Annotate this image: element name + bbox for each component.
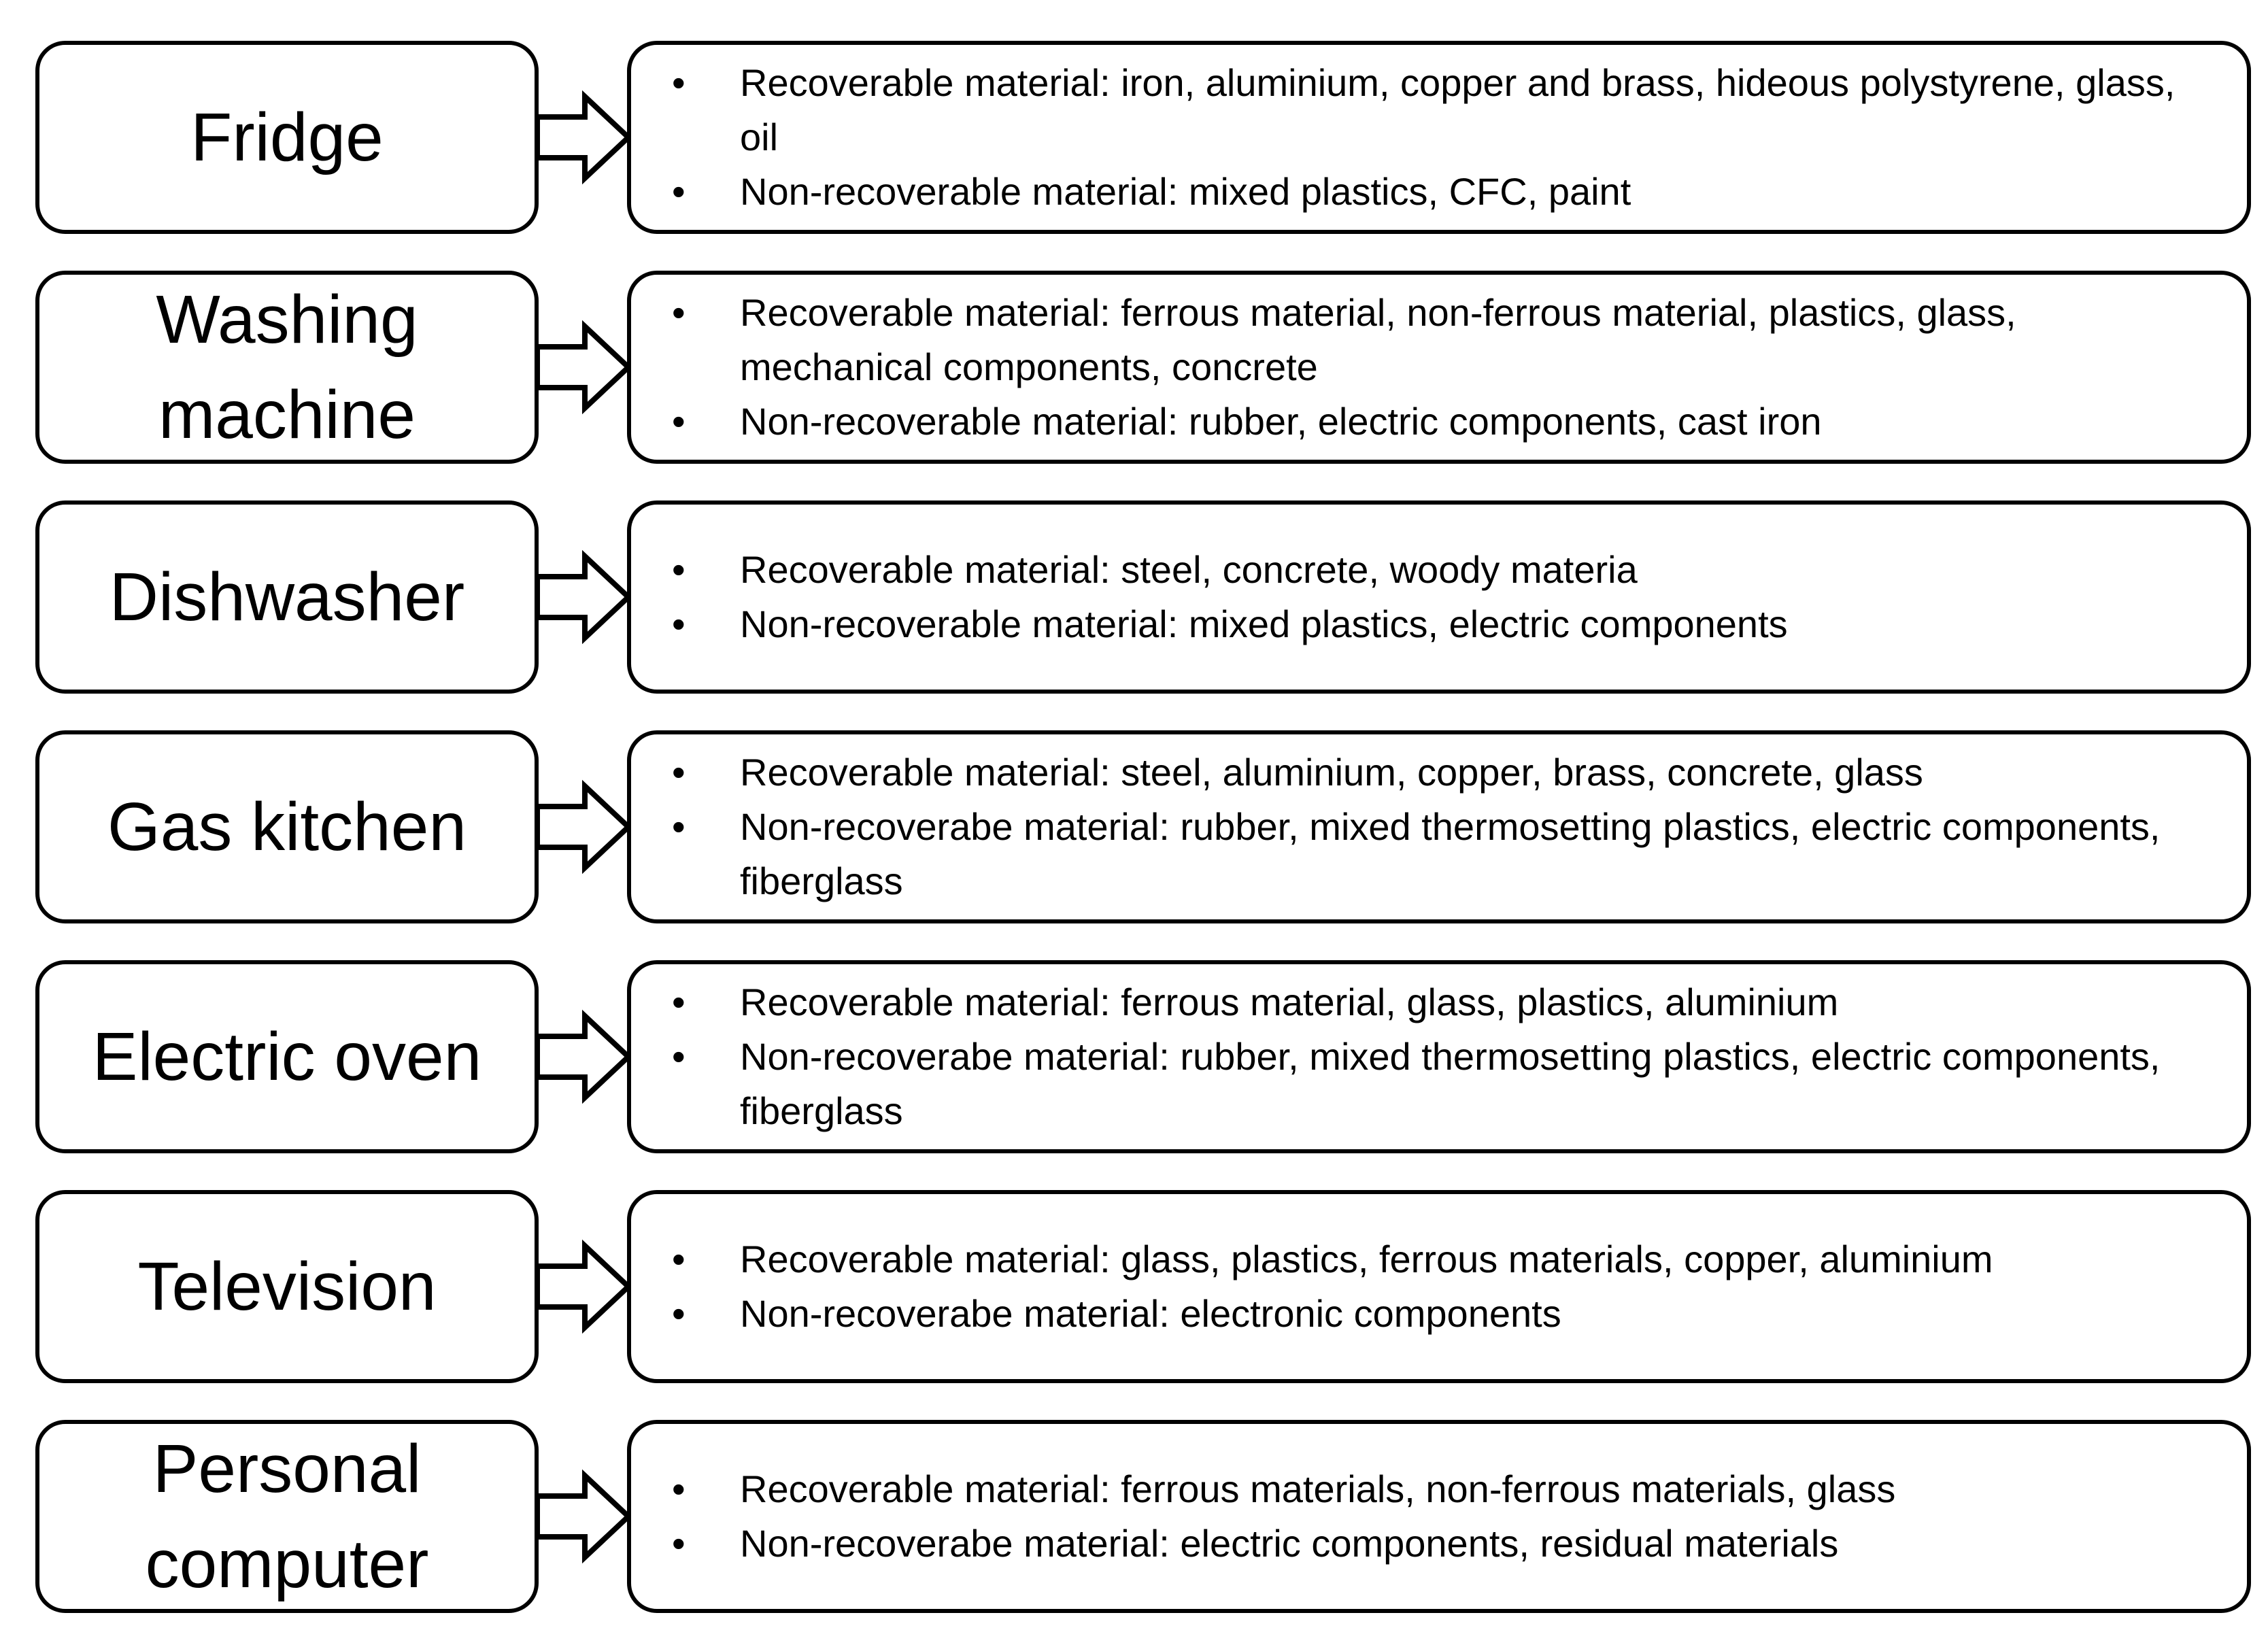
right-arrow-icon: [535, 320, 632, 415]
non-recoverable-materials: Non-recoverable material: rubber, electr…: [672, 394, 2213, 449]
materials-box: Recoverable material: iron, aluminium, c…: [627, 41, 2251, 234]
right-arrow-icon: [535, 779, 632, 875]
appliance-label: Dishwasher: [109, 559, 465, 635]
recoverable-materials: Recoverable material: ferrous material, …: [672, 286, 2213, 394]
recoverable-materials: Recoverable material: ferrous materials,…: [672, 1462, 2213, 1516]
materials-box: Recoverable material: glass, plastics, f…: [627, 1190, 2251, 1383]
appliance-box: Gas kitchen: [35, 730, 539, 923]
non-recoverable-materials: Non-recoverable material: mixed plastics…: [672, 165, 2213, 219]
appliance-label: Washing machine: [156, 282, 418, 453]
materials-box: Recoverable material: steel, concrete, w…: [627, 500, 2251, 694]
appliance-box: Electric oven: [35, 960, 539, 1153]
appliance-box: Television: [35, 1190, 539, 1383]
appliance-box: Fridge: [35, 41, 539, 234]
recoverable-materials: Recoverable material: steel, aluminium, …: [672, 745, 2213, 800]
right-arrow-icon: [535, 1469, 632, 1564]
recoverable-materials: Recoverable material: ferrous material, …: [672, 975, 2213, 1030]
appliance-label: Fridge: [190, 99, 384, 175]
recoverable-materials: Recoverable material: iron, aluminium, c…: [672, 56, 2213, 165]
appliance-label: Personal computer: [145, 1431, 429, 1602]
right-arrow-icon: [535, 90, 632, 185]
non-recoverable-materials: Non-recoverabe material: electric compon…: [672, 1516, 2213, 1571]
materials-box: Recoverable material: steel, aluminium, …: [627, 730, 2251, 923]
appliance-label: Electric oven: [92, 1019, 482, 1095]
non-recoverable-materials: Non-recoverabe material: electronic comp…: [672, 1287, 2213, 1341]
non-recoverable-materials: Non-recoverable material: mixed plastics…: [672, 597, 2213, 651]
recoverable-materials: Recoverable material: glass, plastics, f…: [672, 1232, 2213, 1287]
appliance-label: Television: [137, 1249, 437, 1325]
materials-box: Recoverable material: ferrous materials,…: [627, 1420, 2251, 1613]
non-recoverable-materials: Non-recoverabe material: rubber, mixed t…: [672, 800, 2213, 909]
materials-box: Recoverable material: ferrous material, …: [627, 960, 2251, 1153]
appliance-label: Gas kitchen: [107, 789, 467, 865]
right-arrow-icon: [535, 1239, 632, 1334]
appliance-box: Dishwasher: [35, 500, 539, 694]
appliance-box: Washing machine: [35, 271, 539, 464]
right-arrow-icon: [535, 549, 632, 645]
materials-box: Recoverable material: ferrous material, …: [627, 271, 2251, 464]
recoverable-materials: Recoverable material: steel, concrete, w…: [672, 543, 2213, 597]
appliance-box: Personal computer: [35, 1420, 539, 1613]
right-arrow-icon: [535, 1009, 632, 1104]
non-recoverable-materials: Non-recoverabe material: rubber, mixed t…: [672, 1030, 2213, 1138]
